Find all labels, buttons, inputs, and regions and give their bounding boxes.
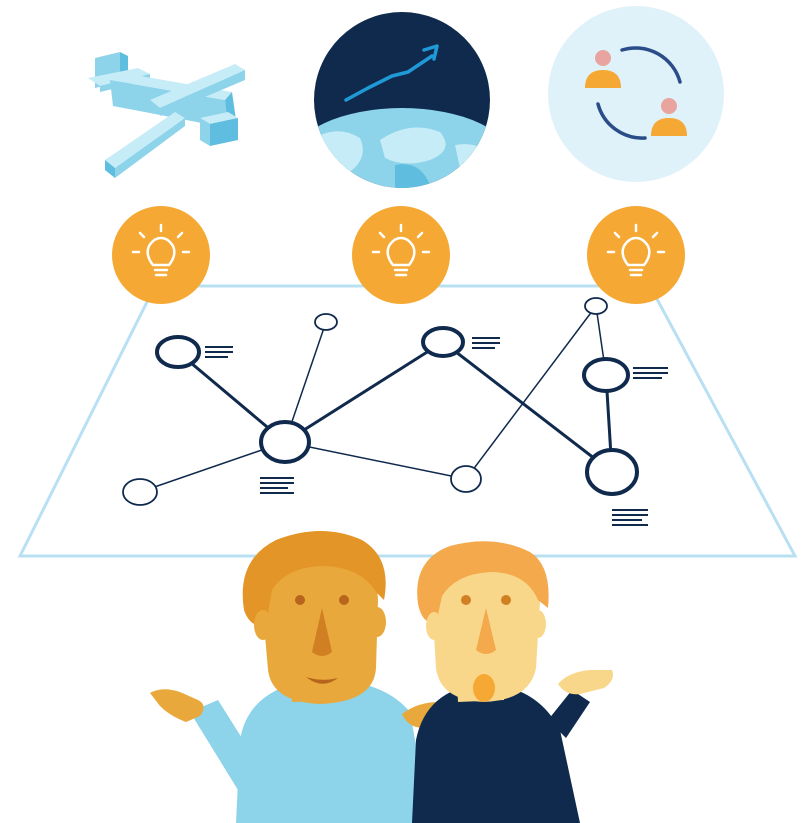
person-left — [150, 531, 457, 823]
node-label — [472, 337, 500, 349]
network-node — [122, 478, 158, 506]
network-nodes — [122, 297, 639, 506]
network-node — [582, 357, 630, 393]
node-label — [612, 509, 648, 526]
network-node — [259, 420, 311, 464]
network-map — [17, 284, 798, 558]
node-label — [633, 367, 668, 379]
network-node — [155, 335, 201, 369]
network-node — [585, 448, 639, 496]
node-label — [260, 477, 294, 494]
network-node — [314, 313, 338, 331]
node-label-lines — [205, 337, 668, 526]
network-node — [584, 297, 608, 315]
network-node — [421, 326, 465, 358]
globe-growth-chart-icon — [314, 12, 490, 188]
network-node — [450, 465, 482, 493]
node-label — [205, 346, 233, 358]
lightbulb-icon — [352, 206, 450, 304]
people-exchange-icon — [548, 6, 724, 182]
person-right — [412, 541, 613, 823]
lightbulb-icon — [587, 206, 685, 304]
airplane-icon — [88, 52, 245, 178]
lightbulb-icon — [112, 206, 210, 304]
